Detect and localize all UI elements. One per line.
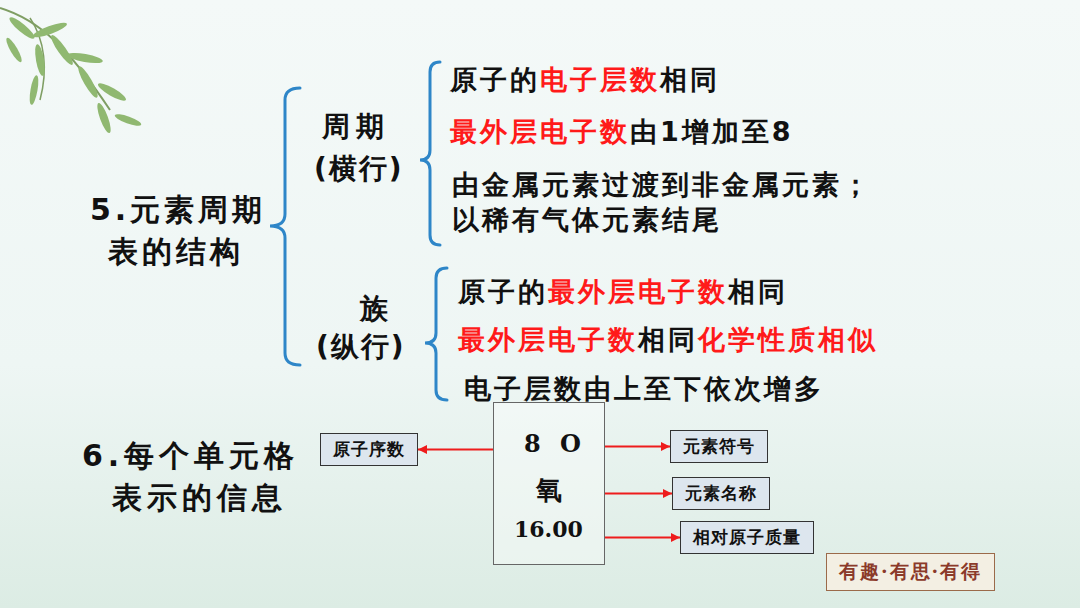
brace bbox=[270, 62, 447, 400]
section-heading: 6.每个单元格 bbox=[82, 438, 299, 473]
period-brace bbox=[420, 62, 440, 245]
slogan-stamp: 有趣·有思·有得 bbox=[826, 553, 995, 591]
text-row: 原子的电子层数相同 bbox=[450, 62, 720, 98]
point-line: 原子的 bbox=[458, 276, 548, 307]
pointer-arrow bbox=[418, 449, 493, 451]
box-label: 元素名称 bbox=[685, 482, 757, 505]
box-label: 元素符号 bbox=[683, 435, 755, 458]
text-row: 族 bbox=[360, 290, 394, 328]
point-line: 相同 bbox=[660, 64, 720, 95]
info-box: 元素符号 bbox=[670, 430, 768, 463]
element-symbol: O bbox=[560, 429, 581, 458]
category-heading: (纵行) bbox=[316, 330, 406, 363]
info-box: 元素名称 bbox=[672, 477, 770, 510]
key-term: 化学性质相似 bbox=[698, 324, 878, 355]
point-line: 相同 bbox=[638, 324, 698, 355]
box-label: 原子序数 bbox=[333, 438, 405, 461]
pointer-arrow bbox=[605, 537, 680, 539]
category-heading: 周期 bbox=[322, 110, 390, 143]
box-label: 有趣·有思·有得 bbox=[839, 559, 982, 585]
info-box: 原子序数 bbox=[320, 433, 418, 466]
text-row: (纵行) bbox=[316, 328, 406, 366]
pointer-arrow bbox=[605, 446, 670, 448]
text-row: 表示的信息 bbox=[112, 478, 287, 519]
text-row: 原子的最外层电子数相同 bbox=[458, 274, 788, 310]
point-line: 原子的 bbox=[450, 64, 540, 95]
key-term: 最外层电子数 bbox=[450, 116, 630, 147]
text-row: 最外层电子数相同化学性质相似 bbox=[458, 322, 878, 358]
atomic-number: 8 bbox=[524, 429, 541, 458]
point-line: 以稀有气体元素结尾 bbox=[452, 204, 722, 235]
willow-branch bbox=[0, 8, 142, 134]
section-heading: 表的结构 bbox=[108, 234, 244, 269]
element-cell: 8O氧 16.00 bbox=[493, 402, 605, 565]
main-brace bbox=[270, 88, 300, 365]
text-row: 最外层电子数由1增加至8 bbox=[450, 114, 794, 150]
category-heading: 族 bbox=[360, 292, 394, 325]
point-line: 电子层数由上至下依次增多 bbox=[464, 373, 824, 404]
atomic-mass: 16.00 bbox=[514, 516, 583, 542]
key-term: 最外层电子数 bbox=[458, 324, 638, 355]
element-name: 氧 bbox=[536, 473, 562, 508]
box-label: 相对原子质量 bbox=[693, 526, 801, 549]
text-row: 以稀有气体元素结尾 bbox=[452, 202, 722, 238]
key-term: 电子层数 bbox=[540, 64, 660, 95]
text-row: 5.元素周期 bbox=[90, 190, 266, 231]
text-row: 由金属元素过渡到非金属元素； bbox=[452, 167, 872, 203]
info-box: 相对原子质量 bbox=[680, 521, 814, 554]
text-row: 6.每个单元格 bbox=[82, 436, 299, 477]
text-row: 表的结构 bbox=[108, 232, 244, 273]
point-line: 由金属元素过渡到非金属元素； bbox=[452, 169, 872, 200]
key-term: 最外层电子数 bbox=[548, 276, 728, 307]
section-heading: 表示的信息 bbox=[112, 480, 287, 515]
point-line: 相同 bbox=[728, 276, 788, 307]
section-heading: 5.元素周期 bbox=[90, 192, 266, 227]
pointer-arrow bbox=[605, 493, 672, 495]
text-row: 周期 bbox=[322, 108, 390, 146]
group-brace bbox=[425, 268, 447, 400]
category-heading: (横行) bbox=[314, 152, 404, 185]
text-row: (横行) bbox=[314, 150, 404, 188]
point-line: 由1增加至8 bbox=[630, 116, 794, 147]
